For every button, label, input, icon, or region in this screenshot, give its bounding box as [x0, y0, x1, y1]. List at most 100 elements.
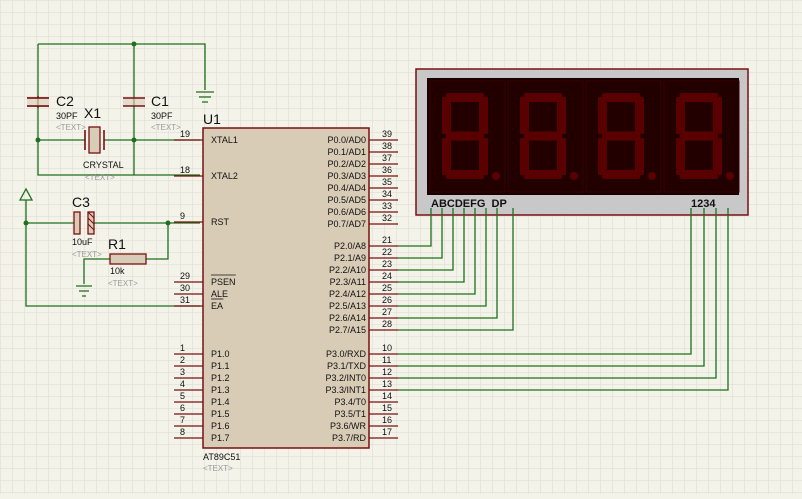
mcu-pin-5[interactable]: 5P1.4: [174, 391, 230, 407]
pin-number: 17: [382, 427, 392, 437]
digit-pin-labels: 1234: [691, 198, 716, 210]
mcu-pin-4[interactable]: 4P1.3: [174, 379, 230, 395]
mcu-pin-8[interactable]: 8P1.7: [174, 427, 230, 443]
pin-number: 36: [382, 165, 392, 175]
pin-name: EA: [211, 301, 223, 311]
pin-name: P0.2/AD2: [327, 159, 366, 169]
pin-name: P2.2/A10: [329, 265, 366, 275]
pin-name: P0.4/AD4: [327, 183, 366, 193]
mcu-part: AT89C51: [203, 452, 240, 462]
c1-ref: C1: [151, 93, 169, 109]
c2-ref: C2: [56, 93, 74, 109]
mcu-pin-7[interactable]: 7P1.6: [174, 415, 230, 431]
mcu-pin-6[interactable]: 6P1.5: [174, 403, 230, 419]
r1-value: 10k: [110, 266, 125, 276]
pin-name: P0.7/AD7: [327, 219, 366, 229]
pin-name: P0.3/AD3: [327, 171, 366, 181]
pin-number: 13: [382, 379, 392, 389]
pin-number: 14: [382, 391, 392, 401]
digit-2: [507, 80, 584, 193]
mcu-text: <TEXT>: [203, 464, 233, 473]
pin-number: 24: [382, 271, 392, 281]
pin-name: P0.1/AD1: [327, 147, 366, 157]
pin-name: P3.1/TXD: [327, 361, 367, 371]
pin-number: 10: [382, 343, 392, 353]
pin-number: 6: [180, 403, 185, 413]
resistor-r1[interactable]: R1 10k <TEXT>: [108, 236, 147, 288]
r1-ref: R1: [108, 236, 126, 252]
pin-number: 37: [382, 153, 392, 163]
pin-name: P1.1: [211, 361, 230, 371]
pin-name: P3.6/WR: [330, 421, 367, 431]
capacitor-c2[interactable]: C2 30PF <TEXT>: [27, 93, 86, 132]
pin-name: P1.0: [211, 349, 230, 359]
pin-number: 23: [382, 259, 392, 269]
pin-number: 21: [382, 235, 392, 245]
crystal-x1[interactable]: X1 CRYSTAL <TEXT>: [83, 105, 124, 182]
reset-wires: [23, 200, 200, 307]
pin-number: 35: [382, 177, 392, 187]
x1-text: <TEXT>: [85, 173, 115, 182]
power-arrow-icon: [18, 187, 34, 201]
pin-number: 8: [180, 427, 185, 437]
pin-name: P2.7/A15: [329, 325, 366, 335]
x1-value: CRYSTAL: [83, 160, 124, 170]
c1-value: 30PF: [151, 111, 173, 121]
display-digits: [429, 80, 740, 193]
mcu-right-pins: 39P0.0/AD038P0.1/AD137P0.2/AD236P0.3/AD3…: [325, 129, 398, 443]
pin-number: 12: [382, 367, 392, 377]
pin-name: XTAL1: [211, 135, 238, 145]
capacitor-c3[interactable]: C3 10uF <TEXT>: [72, 194, 102, 259]
pin-name: P2.6/A14: [329, 313, 366, 323]
c3-ref: C3: [72, 194, 90, 210]
mcu-pin-2[interactable]: 2P1.1: [174, 355, 230, 371]
capacitor-c1[interactable]: C1 30PF <TEXT>: [123, 93, 181, 132]
pin-name: P1.5: [211, 409, 230, 419]
mcu-pin-3[interactable]: 3P1.2: [174, 367, 230, 383]
seven-segment-display[interactable]: ABCDEFG DP 1234: [415, 68, 749, 216]
mcu-pin-1[interactable]: 1P1.0: [174, 343, 230, 359]
c2-text: <TEXT>: [56, 123, 86, 132]
pin-name: P2.5/A13: [329, 301, 366, 311]
ground-icon: [196, 91, 214, 103]
pin-name: XTAL2: [211, 171, 238, 181]
c2-value: 30PF: [56, 111, 78, 121]
mcu-u1[interactable]: U1 AT89C51 <TEXT> 19XTAL118XTAL29RST29PS…: [174, 111, 398, 473]
pin-name: P3.0/RXD: [326, 349, 367, 359]
pin-number: 32: [382, 213, 392, 223]
pin-name: P1.7: [211, 433, 230, 443]
pin-number: 25: [382, 283, 392, 293]
